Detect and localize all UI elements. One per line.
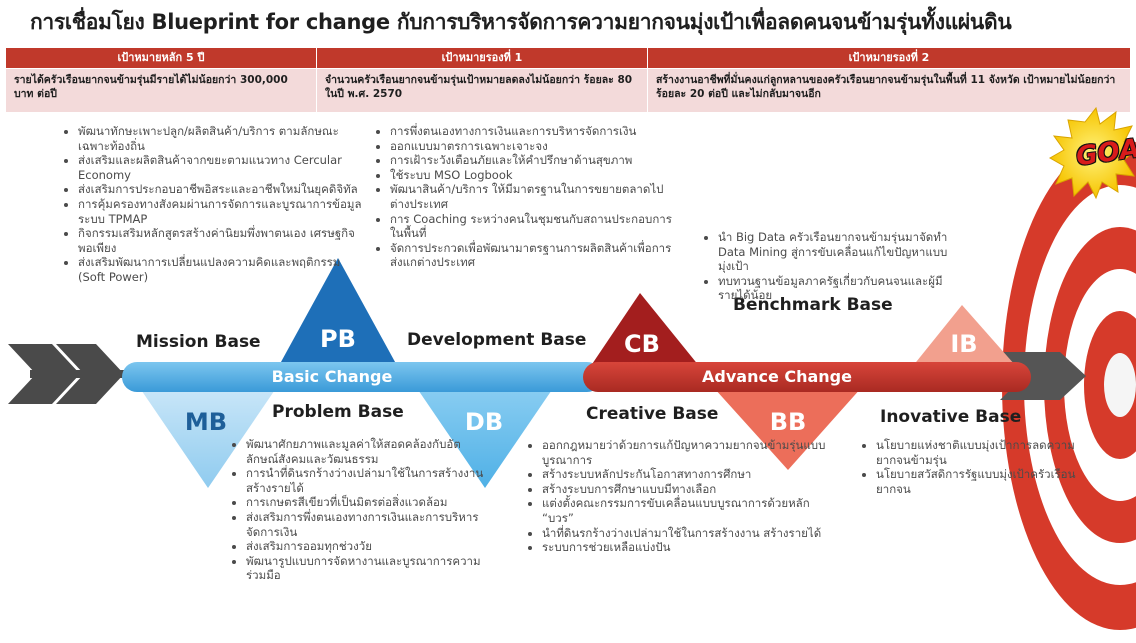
list-item: พัฒนาศักยภาพและมูลค่าให้สอดคล้องกับอัตลั… xyxy=(246,437,486,466)
problem-base-label: Problem Base xyxy=(272,402,404,422)
bb-label: BB xyxy=(769,408,807,436)
list-item: ทบทวนฐานข้อมูลภาครัฐเกี่ยวกับคนจนและผู้ม… xyxy=(718,274,958,303)
list-item: สร้างระบบการศึกษาแบบมีทางเลือก xyxy=(542,482,832,497)
triangle-pb xyxy=(270,258,406,382)
list-item: การเฝ้าระวังเตือนภัยและให้คำปรึกษาด้านสุ… xyxy=(390,153,680,168)
mission-base-list: พัฒนาทักษะเพาะปลูก/ผลิตสินค้า/บริการ ตาม… xyxy=(60,124,368,285)
development-base-list: การพึ่งตนเองทางการเงินและการบริหารจัดการ… xyxy=(372,124,680,270)
page-title: การเชื่อมโยง Blueprint for change กับการ… xyxy=(30,10,1012,34)
list-item: ส่งเสริมการประกอบอาชีพอิสระและอาชีพใหม่ใ… xyxy=(78,182,368,197)
goal-starburst-icon xyxy=(1048,106,1136,200)
problem-base-list: พัฒนาศักยภาพและมูลค่าให้สอดคล้องกับอัตลั… xyxy=(228,437,486,583)
goal-secondary-1-body: จำนวนครัวเรือนยากจนข้ามรุ่นเป้าหมายลดลงไ… xyxy=(317,69,647,112)
advance-change-band xyxy=(583,362,1031,392)
goal-main-body: รายได้ครัวเรือนยากจนข้ามรุ่นมีรายได้ไม่น… xyxy=(6,69,316,112)
list-item: ส่งเสริมและผลิตสินค้าจากขยะตามแนวทาง Cer… xyxy=(78,153,368,182)
creative-base-list: ออกกฎหมายว่าด้วยการแก้ปัญหาความยากจนข้าม… xyxy=(524,438,832,555)
triangle-bb xyxy=(705,378,870,470)
list-item: นำที่ดินรกร้างว่างเปล่ามาใช้ในการสร้างงา… xyxy=(542,526,832,541)
list-item: พัฒนาสินค้า/บริการ ให้มีมาตรฐานในการขยาย… xyxy=(390,182,680,211)
list-item: ส่งเสริมพัฒนาการเปลี่ยนแปลงความคิดและพฤต… xyxy=(78,255,368,284)
list-item: การนำที่ดินรกร้างว่างเปล่ามาใช้ในการสร้า… xyxy=(246,466,486,495)
list-item: พัฒนาทักษะเพาะปลูก/ผลิตสินค้า/บริการ ตาม… xyxy=(78,124,368,153)
advance-change-label: Advance Change xyxy=(702,367,852,386)
ib-label: IB xyxy=(950,330,978,358)
db-label: DB xyxy=(464,408,504,436)
list-item: นโยบายแห่งชาติแบบมุ่งเป้าการลดความยากจนข… xyxy=(876,438,1076,467)
list-item: แต่งตั้งคณะกรรมการขับเคลื่อนแบบบูรณาการด… xyxy=(542,496,832,525)
cb-label: CB xyxy=(624,330,660,358)
goal-main-header: เป้าหมายหลัก 5 ปี xyxy=(6,48,316,68)
list-item: การ Coaching ระหว่างคนในชุมชนกับสถานประก… xyxy=(390,212,680,241)
basic-change-label: Basic Change xyxy=(271,367,393,386)
goal-secondary-2-body: สร้างงานอาชีพที่มั่นคงแก่ลูกหลานของครัวเ… xyxy=(648,69,1130,112)
list-item: ออกกฎหมายว่าด้วยการแก้ปัญหาความยากจนข้าม… xyxy=(542,438,832,467)
basic-change-band xyxy=(122,362,602,392)
list-item: ส่งเสริมการพึ่งตนเองทางการเงินและการบริห… xyxy=(246,510,486,539)
inovative-base-list: นโยบายแห่งชาติแบบมุ่งเป้าการลดความยากจนข… xyxy=(858,438,1076,496)
mission-base-label: Mission Base xyxy=(136,332,261,352)
development-base-label: Development Base xyxy=(407,330,587,350)
list-item: พัฒนารูปแบบการจัดหางานและบูรณาการความร่ว… xyxy=(246,554,486,583)
list-item: ออกแบบมาตรการเฉพาะเจาะจง xyxy=(390,139,680,154)
creative-base-label: Creative Base xyxy=(586,404,719,424)
list-item: กิจกรรมเสริมหลักสูตรสร้างค่านิยมพึ่งพาตน… xyxy=(78,226,368,255)
list-item: ใช้ระบบ MSO Logbook xyxy=(390,168,680,183)
list-item: นำ Big Data ครัวเรือนยากจนข้ามรุ่นมาจัดท… xyxy=(718,230,958,274)
list-item: จัดการประกวดเพื่อพัฒนามาตรฐานการผลิตสินค… xyxy=(390,241,680,270)
goal-secondary-1-header: เป้าหมายรองที่ 1 xyxy=(317,48,647,68)
pb-label: PB xyxy=(320,325,356,353)
list-item: ส่งเสริมการออมทุกช่วงวัย xyxy=(246,539,486,554)
triangle-cb xyxy=(580,293,712,382)
mb-label: MB xyxy=(184,408,228,436)
list-item: การพึ่งตนเองทางการเงินและการบริหารจัดการ… xyxy=(390,124,680,139)
benchmark-base-list: นำ Big Data ครัวเรือนยากจนข้ามรุ่นมาจัดท… xyxy=(700,230,958,303)
goal-secondary-2-header: เป้าหมายรองที่ 2 xyxy=(648,48,1130,68)
list-item: นโยบายสวัสดิการรัฐแบบมุ่งเป้าครัวเรือนยา… xyxy=(876,467,1076,496)
list-item: สร้างระบบหลักประกันโอกาสทางการศึกษา xyxy=(542,467,832,482)
benchmark-base-label: Benchmark Base xyxy=(733,295,893,315)
triangle-mb xyxy=(133,378,283,488)
inovative-base-label: Inovative Base xyxy=(880,407,1022,427)
list-item: ระบบการช่วยเหลือแบ่งปัน xyxy=(542,540,832,555)
list-item: การเกษตรสีเขียวที่เป็นมิตรต่อสิ่งแวดล้อม xyxy=(246,495,486,510)
list-item: การคุ้มครองทางสังคมผ่านการจัดการและบูรณา… xyxy=(78,197,368,226)
triangle-db xyxy=(410,378,560,488)
